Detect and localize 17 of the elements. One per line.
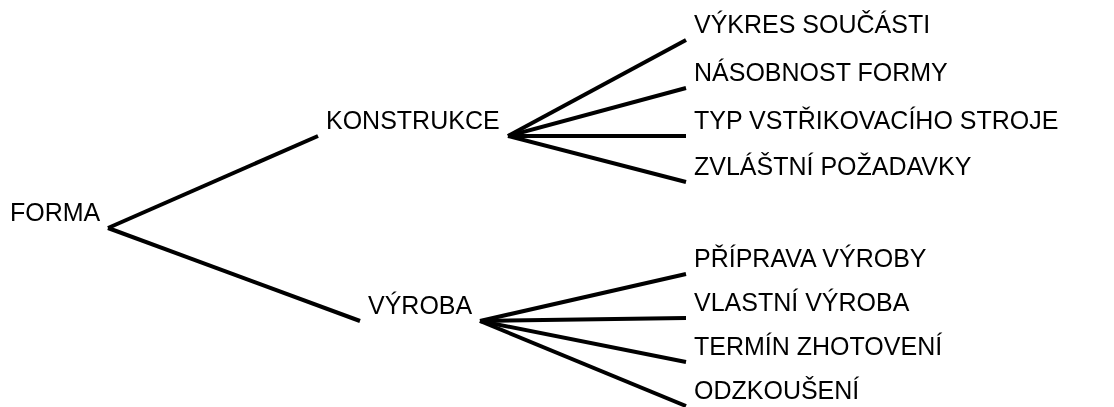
node-label: NÁSOBNOST FORMY bbox=[694, 58, 948, 86]
node-label: TYP VSTŘIKOVACÍHO STROJE bbox=[694, 106, 1059, 134]
connector-line bbox=[507, 134, 687, 184]
node-label: PŘÍPRAVA VÝROBY bbox=[694, 244, 927, 272]
node-label: VÝKRES SOUČÁSTI bbox=[694, 10, 931, 38]
connector-line bbox=[479, 319, 687, 364]
node-label: ODZKOUŠENÍ bbox=[694, 376, 860, 404]
node-label: KONSTRUKCE bbox=[326, 106, 500, 134]
node-label: ZVLÁŠTNÍ POŽADAVKY bbox=[694, 152, 972, 180]
node-label: TERMÍN ZHOTOVENÍ bbox=[694, 332, 943, 360]
node-label: FORMA bbox=[10, 198, 101, 226]
connector-line bbox=[107, 226, 361, 323]
connector-line bbox=[479, 319, 687, 407]
connector-line bbox=[107, 134, 319, 230]
node-label: VÝROBA bbox=[368, 291, 473, 319]
connector-line bbox=[507, 38, 687, 138]
node-label: VLASTNÍ VÝROBA bbox=[694, 288, 910, 316]
